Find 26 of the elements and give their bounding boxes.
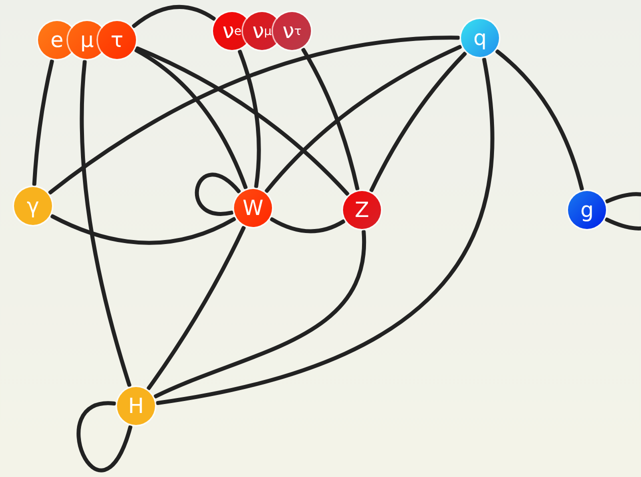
interaction-line <box>154 230 366 398</box>
interaction-line <box>32 59 54 186</box>
interaction-line <box>135 46 350 196</box>
interaction-line <box>604 192 641 230</box>
particle-circle: Z <box>343 191 381 229</box>
interaction-line <box>80 60 132 387</box>
interaction-line <box>76 402 132 472</box>
interaction-line <box>301 48 360 190</box>
particle-circle: q <box>461 19 499 57</box>
interaction-line <box>146 226 246 390</box>
particle-circle: γ <box>14 187 52 225</box>
interaction-line <box>156 58 494 405</box>
interaction-line <box>264 44 462 193</box>
interaction-line <box>370 52 467 192</box>
interaction-line <box>134 48 248 190</box>
particle-circle: g <box>568 191 606 229</box>
interaction-line <box>238 50 261 188</box>
interaction-line <box>48 36 460 194</box>
interaction-line <box>270 217 346 234</box>
interaction-line <box>50 214 236 245</box>
particle-circle: W <box>234 189 272 227</box>
particle-circle: τ <box>98 21 136 59</box>
interaction-line <box>495 50 584 191</box>
interaction-line <box>194 172 241 216</box>
particle-circle: H <box>117 387 155 425</box>
interaction-line <box>132 4 216 28</box>
